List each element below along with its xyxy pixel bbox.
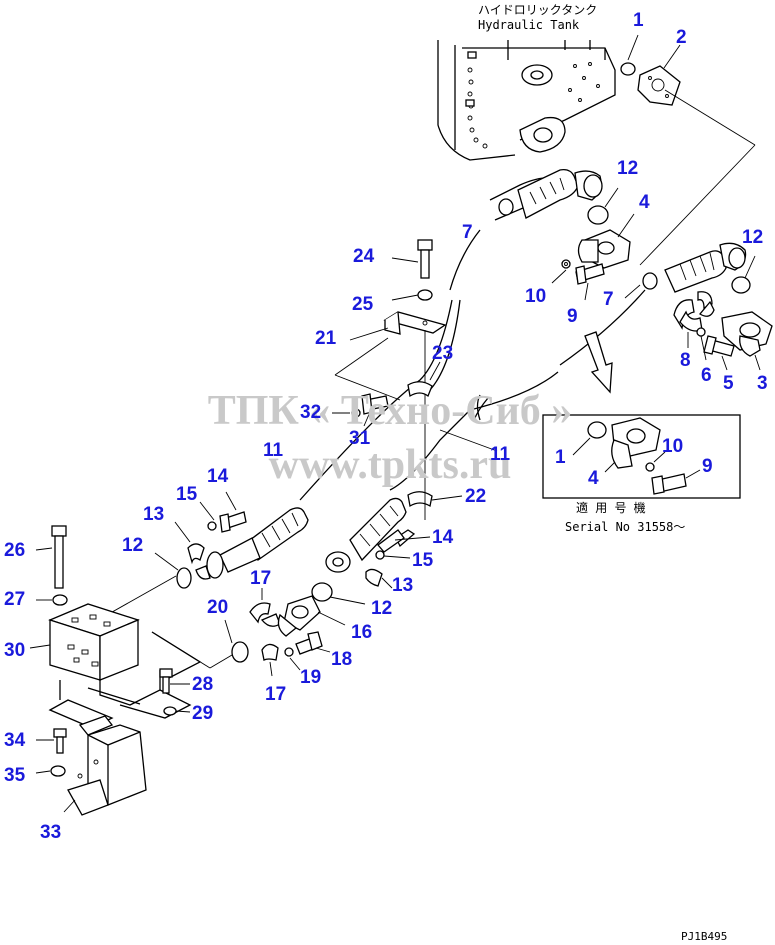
split-flange-part-8	[673, 291, 715, 332]
callout-25: 25	[352, 294, 374, 315]
callout-7: 7	[462, 222, 473, 243]
callout-34: 34	[4, 730, 26, 751]
callout-35: 35	[4, 765, 26, 786]
bolt-part-28	[159, 668, 173, 694]
callout-16: 16	[351, 622, 372, 643]
callout-12: 12	[742, 227, 763, 248]
callout-23: 23	[432, 343, 453, 364]
callout-11: 11	[263, 440, 284, 461]
bolt-part-31	[361, 393, 389, 415]
watermark-line2: www.tpkts.ru	[269, 442, 512, 488]
callout-17: 17	[265, 684, 286, 705]
callout-10: 10	[662, 436, 683, 457]
callout-1: 1	[633, 10, 644, 31]
drawing-code: PJ1B495	[681, 930, 727, 943]
callout-22: 22	[465, 486, 486, 507]
callout-4: 4	[639, 192, 650, 213]
serial-caption-jp: 適 用 号 機	[576, 500, 646, 515]
stand-part-33	[63, 715, 147, 816]
tank-caption-jp: ハイドロリックタンク	[478, 3, 597, 17]
callout-1: 1	[555, 447, 566, 468]
detail-arrow	[584, 331, 613, 394]
bolt-part-14a	[219, 511, 247, 533]
callout-13: 13	[392, 575, 413, 596]
bolt-part-34	[53, 728, 67, 754]
bolt-part-5	[703, 335, 735, 357]
callout-7: 7	[603, 289, 614, 310]
callout-31: 31	[349, 428, 371, 449]
callout-9: 9	[567, 306, 578, 327]
serial-caption-en: Serial No 31558～	[565, 520, 685, 534]
bolt-part-14b	[377, 529, 405, 553]
hose-center	[325, 497, 407, 573]
watermark-line1: ТПК « Техно-Сиб »	[208, 388, 573, 434]
callout-26: 26	[4, 540, 25, 561]
callout-13: 13	[143, 504, 164, 525]
callout-6: 6	[701, 365, 712, 386]
clamp-part-22	[407, 491, 463, 508]
hose-lower-left	[187, 507, 309, 580]
callout-10: 10	[525, 286, 546, 307]
callout-12: 12	[371, 598, 392, 619]
callout-14: 14	[207, 466, 229, 487]
bolt-part-26	[51, 525, 67, 589]
callout-18: 18	[331, 649, 352, 670]
bolt-part-9	[575, 263, 605, 285]
callout-33: 33	[40, 822, 61, 843]
flange-part-3	[721, 311, 773, 357]
bolt-part-18	[295, 631, 323, 655]
callout-8: 8	[680, 350, 691, 371]
watermark: ТПК « Техно-Сиб » www.tpkts.ru	[208, 388, 573, 488]
callout-9: 9	[702, 456, 713, 477]
callout-11: 11	[490, 444, 511, 465]
serial-detail-box	[542, 414, 741, 499]
callout-19: 19	[300, 667, 321, 688]
callout-15: 15	[412, 550, 434, 571]
callout-32: 32	[300, 402, 321, 423]
tank-caption-en: Hydraulic Tank	[478, 18, 580, 32]
callout-2: 2	[676, 27, 687, 48]
flange-part-4	[577, 213, 635, 269]
bolt-part-24	[417, 239, 433, 279]
callout-5: 5	[723, 373, 734, 394]
hose-right-7	[559, 242, 747, 366]
callout-28: 28	[192, 674, 213, 695]
callout-20: 20	[207, 597, 228, 618]
callout-27: 27	[4, 589, 25, 610]
hydraulic-tank	[437, 34, 639, 161]
callout-12: 12	[122, 535, 143, 556]
split-flange-part-17b	[261, 643, 279, 661]
hose-upper-7	[449, 168, 603, 291]
flange-part-16	[277, 595, 321, 637]
callout-labels: 1 2 12 4 7 12 24 10 9 7 25 21 23 8 6 5 3…	[4, 10, 768, 843]
callout-3: 3	[757, 373, 768, 394]
flange-part-2	[637, 44, 681, 106]
valve-block-part-30	[29, 603, 140, 681]
callout-14: 14	[432, 527, 454, 548]
callout-15: 15	[176, 484, 198, 505]
callout-12: 12	[617, 158, 638, 179]
callout-17: 17	[250, 568, 271, 589]
callout-21: 21	[315, 328, 337, 349]
callout-24: 24	[353, 246, 375, 267]
bracket-part-21	[383, 311, 447, 335]
callout-29: 29	[192, 703, 213, 724]
callout-4: 4	[588, 468, 599, 489]
callout-30: 30	[4, 640, 25, 661]
split-flange-part-17a	[249, 602, 281, 627]
